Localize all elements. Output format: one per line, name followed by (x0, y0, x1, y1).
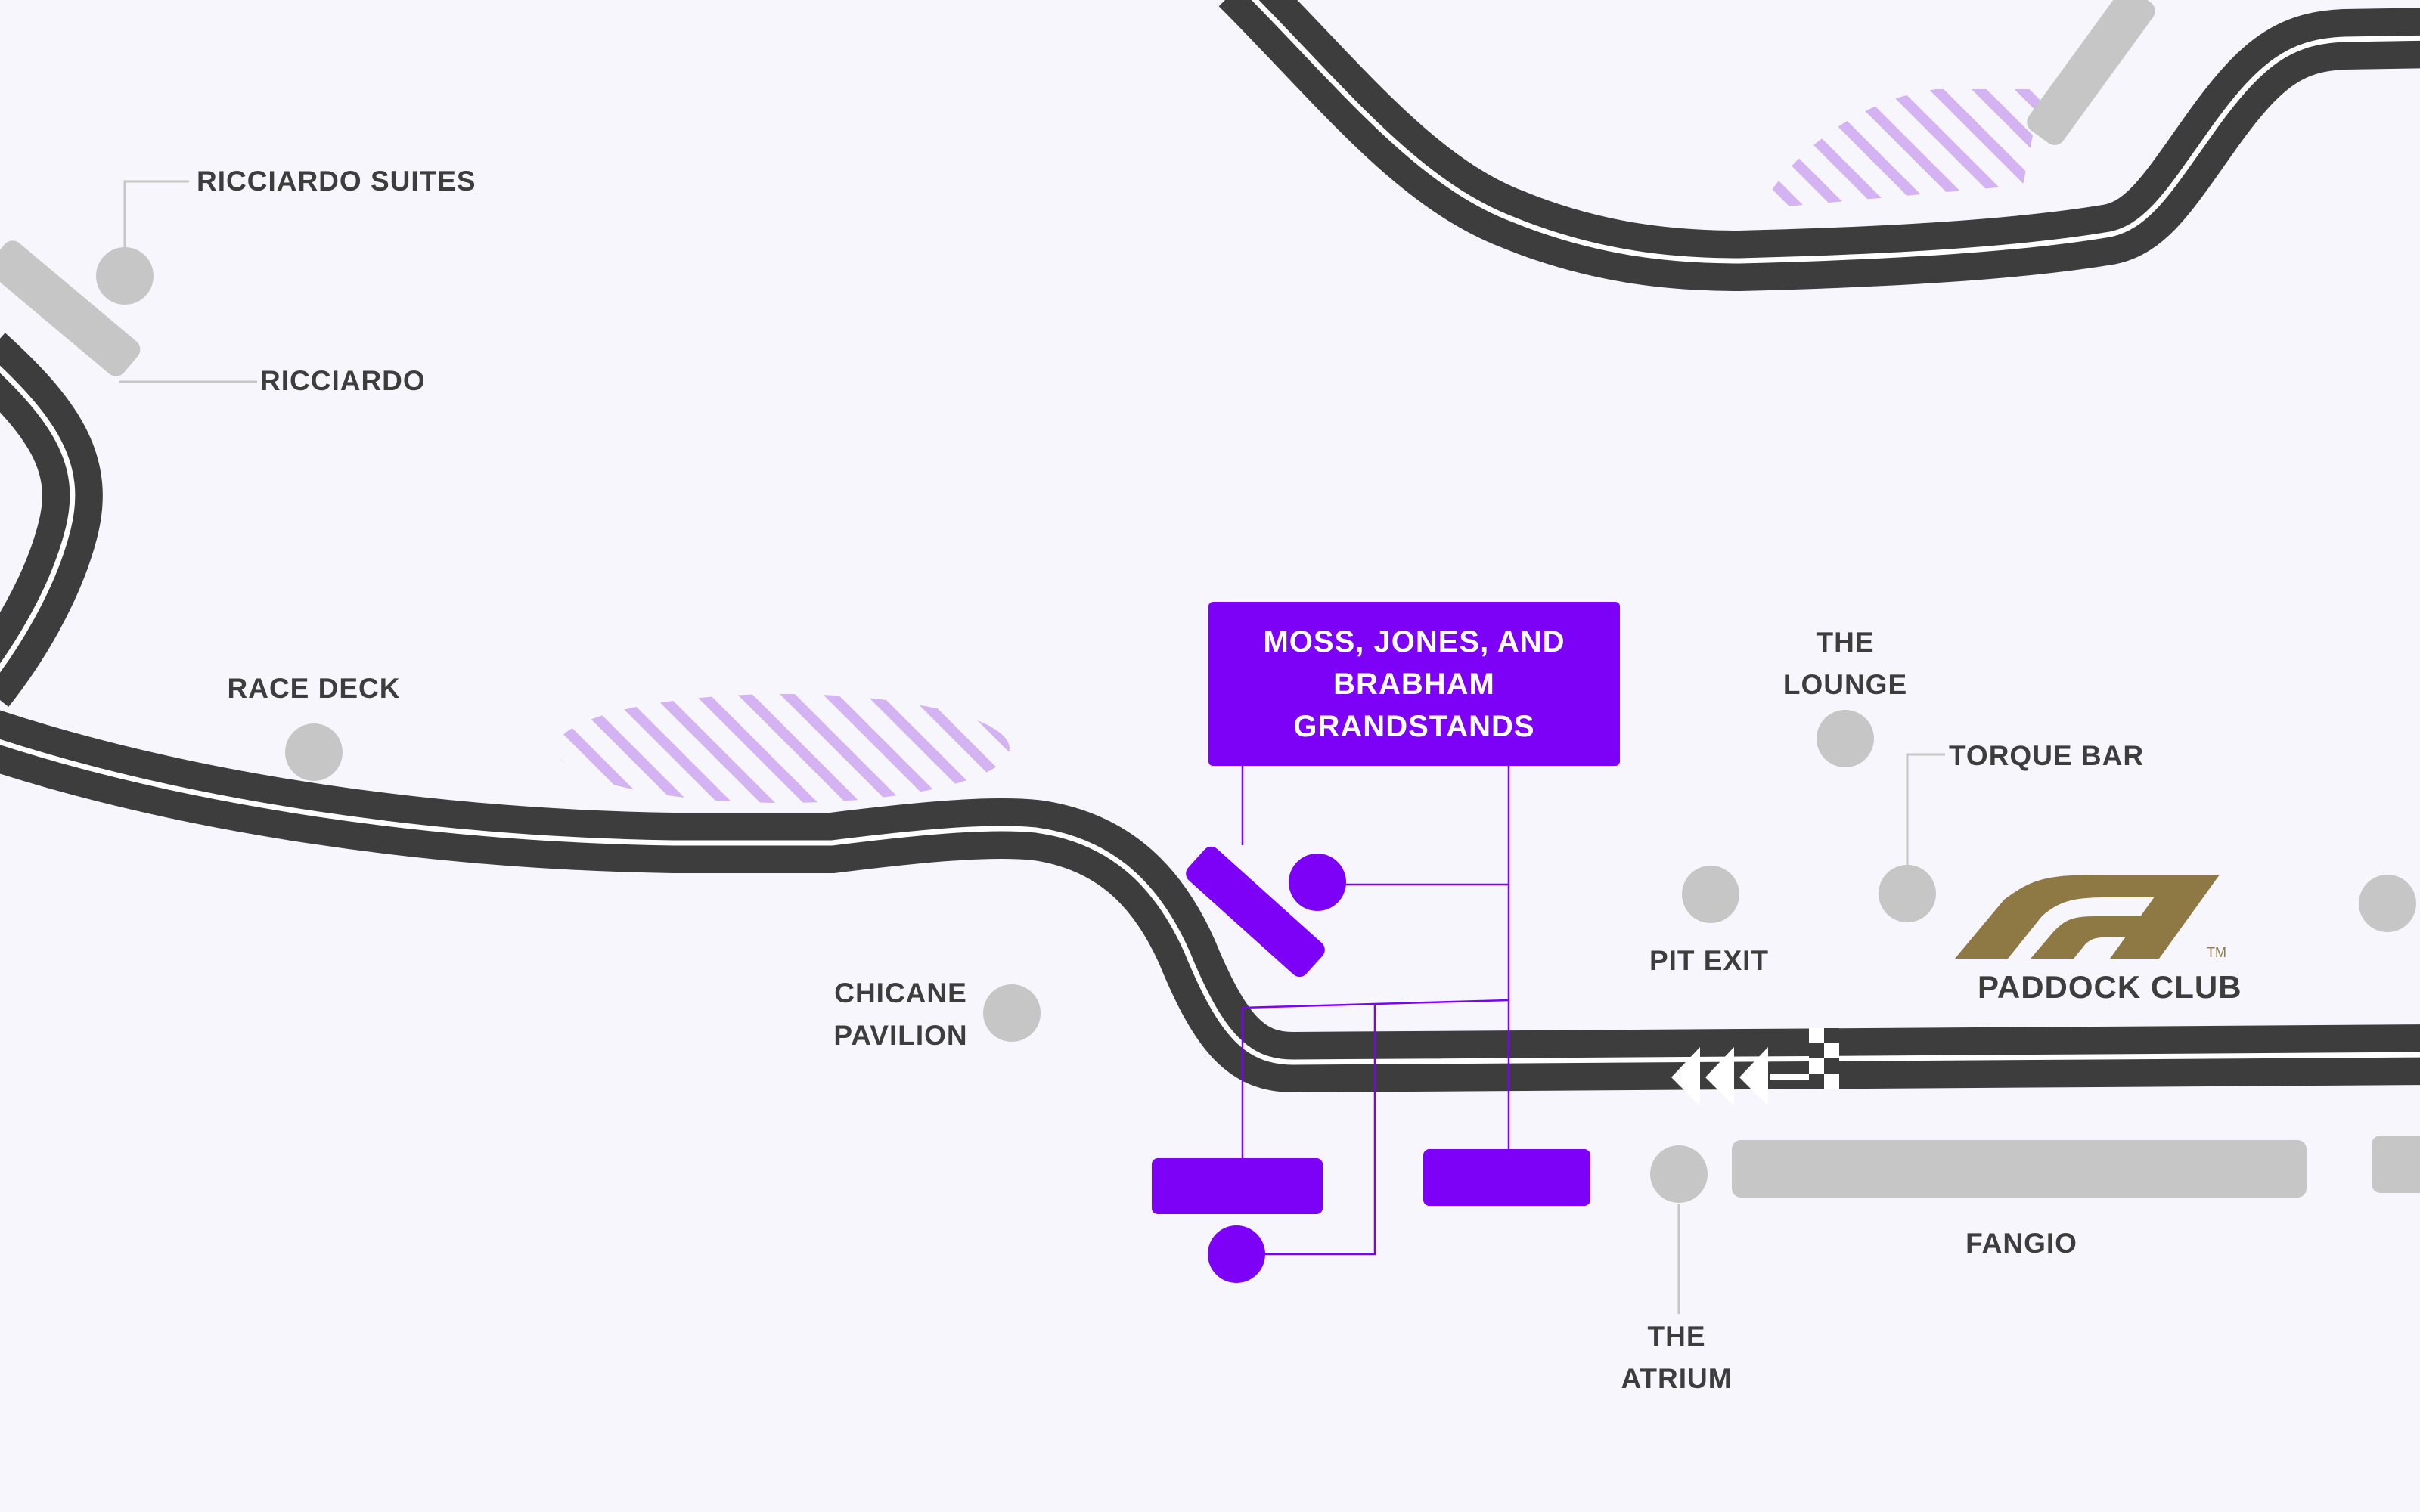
label-the-lounge[interactable]: THE LOUNGE (1783, 621, 1907, 706)
checker-square (1824, 1074, 1839, 1089)
marker-paddock-east[interactable] (2359, 875, 2416, 932)
location-markers (96, 247, 2416, 1203)
track-main (0, 710, 2420, 1092)
highlight-leader-lines (1241, 766, 1510, 1256)
label-fangio[interactable]: FANGIO (1965, 1228, 2077, 1259)
label-torque-bar[interactable]: TORQUE BAR (1949, 740, 2145, 771)
label-the-atrium-line2: ATRIUM (1621, 1363, 1733, 1394)
trademark-symbol: TM (2207, 945, 2226, 960)
fangio-stand[interactable] (1732, 1140, 2307, 1198)
f1-logo-icon (1955, 875, 2220, 959)
checker-square (1809, 1043, 1824, 1058)
label-ricciardo-suites[interactable]: RICCIARDO SUITES (197, 166, 476, 197)
checker-square (1809, 1028, 1824, 1043)
leader-lines (119, 180, 1945, 1314)
ricciardo-stand[interactable] (0, 237, 144, 381)
checker-square (1809, 1074, 1824, 1089)
label-ricciardo[interactable]: RICCIARDO (260, 365, 426, 396)
checker-square (1824, 1028, 1839, 1043)
start-finish-flag-icon (1809, 1028, 1839, 1089)
label-pit-exit[interactable]: PIT EXIT (1649, 945, 1770, 976)
callout-line-3: GRANDSTANDS (1293, 709, 1535, 743)
checker-square (1809, 1058, 1824, 1074)
label-the-lounge-line2: LOUNGE (1782, 669, 1908, 700)
marker-ricciardo-suites[interactable] (96, 247, 154, 305)
hatched-zone-north (1770, 89, 2042, 208)
marker-the-lounge[interactable] (1817, 710, 1874, 767)
label-the-lounge-line1: THE (1816, 627, 1875, 658)
marker-pit-exit[interactable] (1682, 866, 1739, 923)
callout-line-1: MOSS, JONES, AND (1263, 624, 1565, 658)
north-stand[interactable] (2023, 0, 2159, 149)
highlight-grandstands (1152, 843, 1590, 1283)
grandstand-moss[interactable] (1182, 843, 1329, 981)
marker-moss[interactable] (1289, 854, 1346, 911)
grandstand-brabham[interactable] (1423, 1149, 1590, 1206)
grandstand-jones[interactable] (1152, 1158, 1323, 1214)
track-west-bend (0, 333, 103, 707)
label-paddock-club[interactable]: PADDOCK CLUB (1978, 969, 2242, 1005)
checker-square (1824, 1043, 1839, 1058)
pit-lane-line (1770, 1074, 1812, 1080)
marker-jones[interactable] (1208, 1225, 1265, 1283)
track-north (1218, 0, 2420, 292)
label-the-atrium-line1: THE (1647, 1321, 1706, 1352)
label-chicane-pavilion-line1: CHICANE (834, 978, 967, 1009)
label-chicane-pavilion[interactable]: CHICANE PAVILION (833, 972, 967, 1057)
marker-chicane-pavilion[interactable] (983, 984, 1041, 1042)
label-race-deck[interactable]: RACE DECK (227, 673, 401, 704)
checker-square (1824, 1058, 1839, 1074)
pit-exit-chevrons-icon (1671, 1047, 1768, 1106)
label-chicane-pavilion-line2: PAVILION (833, 1020, 968, 1051)
marker-torque-bar[interactable] (1879, 865, 1936, 922)
label-the-atrium[interactable]: THE ATRIUM (1621, 1315, 1732, 1400)
marker-race-deck[interactable] (285, 723, 343, 781)
fangio-stand-east[interactable] (2372, 1136, 2420, 1193)
marker-the-atrium[interactable] (1650, 1145, 1708, 1203)
hatched-zone-west (556, 694, 1010, 803)
callout-line-2: BRABHAM (1333, 667, 1495, 701)
grandstands-callout[interactable]: MOSS, JONES, AND BRABHAM GRANDSTANDS (1208, 602, 1620, 766)
